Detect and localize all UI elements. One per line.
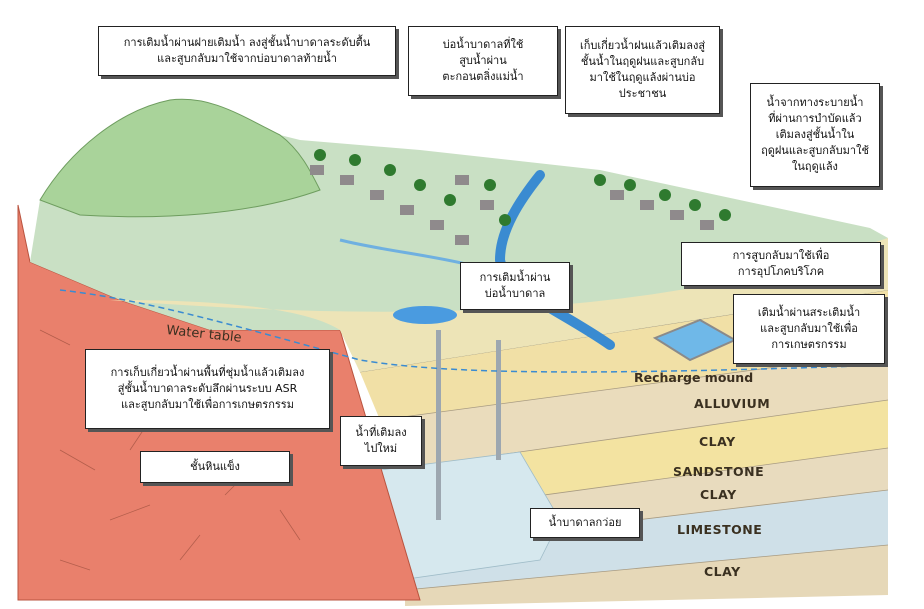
village-houses [310, 165, 714, 245]
callout-wetland-asr: การเก็บเกี่ยวน้ำผ่านพื้นที่ชุ่มน้ำแล้วเต… [85, 349, 330, 429]
trees [314, 149, 731, 226]
callout-new-recharge-water: น้ำที่เติมลง ไปใหม่ [340, 416, 422, 466]
callout-treated-drainage: น้ำจากทางระบายน้ำ ที่ผ่านการบำบัดแล้ว เต… [750, 83, 880, 187]
recharge-mound-label: Recharge mound [634, 370, 753, 385]
callout-rainwater-harvest: เก็บเกี่ยวน้ำฝนแล้วเติมลงสู่ ชั้นน้ำในฤด… [565, 26, 720, 114]
recharge-well [496, 340, 501, 460]
callout-recharge-pond: เติมน้ำผ่านสระเติมน้ำ และสูบกลับมาใช้เพื… [733, 294, 885, 364]
layer-label-clay-3: CLAY [704, 564, 741, 579]
callout-well-recharge: การเติมน้ำผ่าน บ่อน้ำบาดาล [460, 262, 570, 310]
callout-recovered-groundwater: น้ำบาดาลกว่อย [530, 508, 640, 538]
layer-label-clay-1: CLAY [699, 434, 736, 449]
callout-bedrock: ชั้นหินแข็ง [140, 451, 290, 483]
hill [39, 98, 321, 218]
callout-check-dam-recharge: การเติมน้ำผ่านฝายเติมน้ำ ลงสู่ชั้นน้ำบาด… [98, 26, 396, 76]
layer-label-sandstone: SANDSTONE [673, 464, 764, 479]
layer-label-alluvium: ALLUVIUM [694, 396, 770, 411]
water-table-line [59, 289, 889, 373]
wetland-pond [393, 306, 457, 324]
asr-well [436, 330, 441, 520]
callout-domestic-pumping: การสูบกลับมาใช้เพื่อ การอุปโภคบริโภค [681, 242, 881, 286]
layer-label-clay-2: CLAY [700, 487, 737, 502]
callout-riverbank-well: บ่อน้ำบาดาลที่ใช้ สูบน้ำผ่าน ตะกอนตลิ่งแ… [408, 26, 558, 96]
layer-label-limestone: LIMESTONE [677, 522, 762, 537]
